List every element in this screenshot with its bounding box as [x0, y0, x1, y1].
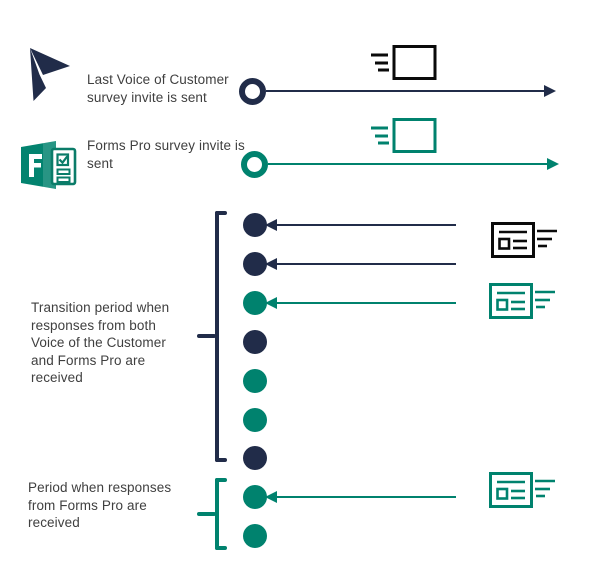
voc-envelope-speeding-icon [368, 44, 438, 82]
transition-period-label: Transition period when responses from bo… [31, 300, 170, 385]
incoming-response-arrow-line [276, 224, 456, 226]
timeline-dot [243, 369, 267, 393]
incoming-response-arrowhead-icon [265, 491, 277, 503]
incoming-response-arrow-line [276, 302, 456, 304]
voc-timeline-arrowhead-icon [544, 85, 556, 97]
timeline-dot [243, 291, 267, 315]
transition-bracket-line [215, 211, 219, 462]
formspro-late-response-form-speeding-icon [489, 472, 557, 509]
formspro-envelope-speeding-icon [368, 117, 438, 155]
formspro-period-label: Period when responses from Forms Pro are… [28, 480, 172, 530]
formspro-period-bracket-bottom-foot [215, 546, 227, 550]
formspro-timeline-arrowhead-icon [547, 158, 559, 170]
timeline-dot [243, 213, 267, 237]
voc-response-form-speeding-icon [491, 222, 559, 259]
timeline-dot [243, 330, 267, 354]
forms-pro-logo [20, 140, 80, 190]
incoming-response-arrow-line [276, 496, 456, 498]
formspro-timeline-line [268, 163, 548, 165]
timeline-dot [243, 485, 267, 509]
timeline-dot [243, 524, 267, 548]
transition-bracket-tick [197, 334, 216, 338]
incoming-response-arrowhead-icon [265, 258, 277, 270]
incoming-response-arrow-line [276, 263, 456, 265]
dynamics-365-logo [25, 47, 75, 105]
voc-event-label: Last Voice of Customer survey invite is … [87, 72, 229, 105]
formspro-period-bracket-line [215, 478, 219, 550]
incoming-response-arrowhead-icon [265, 219, 277, 231]
voc-timeline-line [266, 90, 545, 92]
formspro-period-bracket-tick [197, 512, 216, 516]
formspro-period-bracket-top-foot [215, 478, 227, 482]
voc-start-node [239, 78, 266, 105]
formspro-response-form-speeding-icon [489, 283, 557, 320]
formspro-event-label: Forms Pro survey invite is sent [87, 138, 245, 171]
transition-bracket-bottom-foot [215, 458, 227, 462]
timeline-dot [243, 446, 267, 470]
incoming-response-arrowhead-icon [265, 297, 277, 309]
timeline-dot [243, 408, 267, 432]
timeline-dot [243, 252, 267, 276]
transition-bracket-top-foot [215, 211, 227, 215]
formspro-start-node [241, 151, 268, 178]
